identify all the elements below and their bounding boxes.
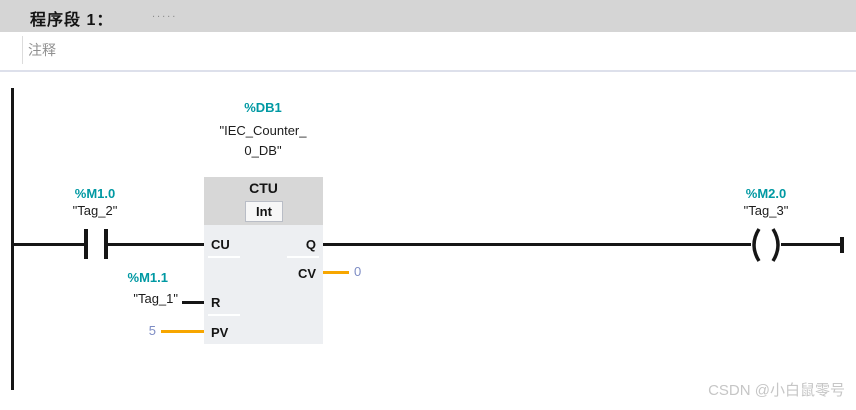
network-title-placeholder-dots[interactable]: ..... [152,8,178,20]
pin-r-underline [208,314,240,316]
network-title[interactable]: 程序段 1： [30,12,114,29]
coil-address[interactable]: %M2.0 [745,186,787,201]
wire-q-to-coil [323,243,751,246]
rung-end-terminator [840,237,844,253]
pin-q[interactable]: Q [305,237,316,252]
contact-tag[interactable]: "Tag_2" [72,203,118,218]
network-comment-placeholder[interactable]: 注释 [28,42,56,58]
ctu-instruction-name: CTU [249,180,278,196]
db-address[interactable]: %DB1 [244,100,282,115]
reset-address[interactable]: %M1.1 [127,270,168,285]
ctu-counter-block[interactable]: CTU Int CU Q CV R PV [204,177,323,344]
contact-address[interactable]: %M1.0 [74,186,116,201]
coil-symbol[interactable] [748,228,784,262]
pin-cv[interactable]: CV [297,266,316,281]
reset-tag[interactable]: "Tag_1" [133,291,178,306]
wire-coil-to-end [781,243,842,246]
power-rail [11,88,14,390]
pv-value[interactable]: 5 [148,323,156,338]
wire-cv [323,271,349,274]
ctu-datatype-dropdown[interactable]: Int [245,201,283,222]
network-header-bar[interactable]: 程序段 1： ..... [0,0,856,32]
pin-cu[interactable]: CU [211,237,230,252]
csdn-watermark: CSDN @小白鼠零号 [708,382,845,399]
network-comment-box[interactable]: 注释 [22,36,849,64]
wire-rail-to-contact [11,243,84,246]
pin-r[interactable]: R [211,295,221,310]
wire-pv [161,330,204,333]
cv-value[interactable]: 0 [354,264,362,279]
coil-tag[interactable]: "Tag_3" [743,203,789,218]
db-name-line2[interactable]: 0_DB" [244,143,282,158]
wire-contact-to-block [108,243,204,246]
pin-q-underline [287,256,319,258]
db-name-line1[interactable]: "IEC_Counter_ [219,123,307,138]
wire-tag1-to-r [182,301,204,304]
contact-symbol-left-bar[interactable] [84,229,88,259]
pin-pv[interactable]: PV [211,325,229,340]
contact-symbol-right-bar[interactable] [104,229,108,259]
comment-separator-line [0,70,856,72]
pin-cu-underline [208,256,240,258]
